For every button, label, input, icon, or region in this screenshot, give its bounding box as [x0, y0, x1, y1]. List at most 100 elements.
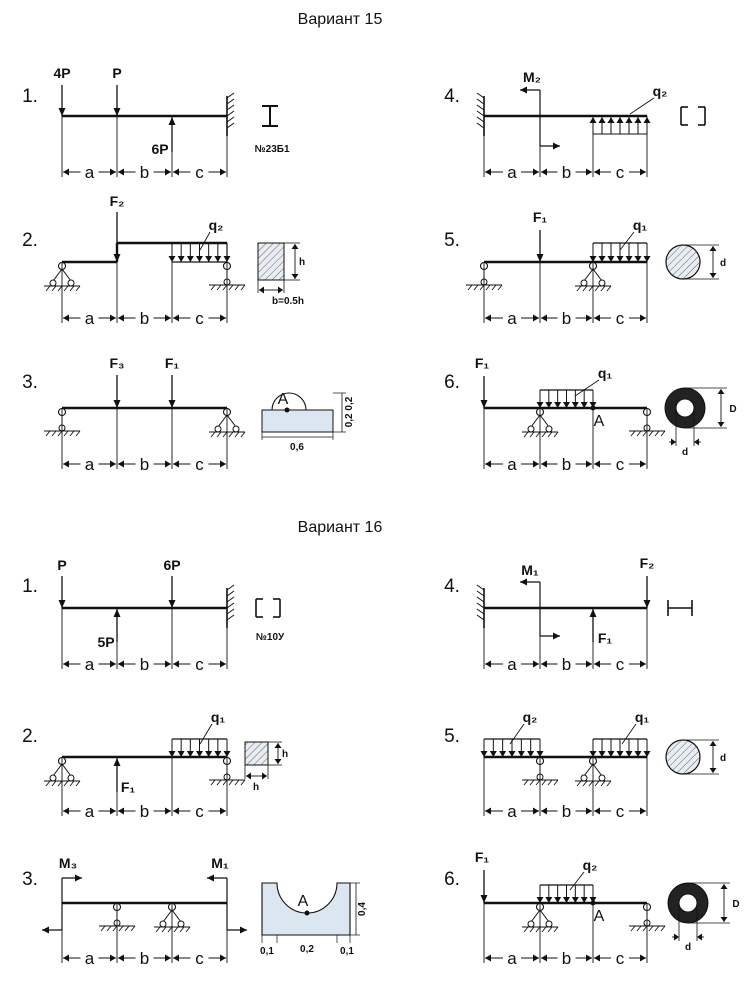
ground-hatch — [654, 430, 660, 437]
distributed-load-arrow-head — [214, 256, 222, 262]
force-arrow-head — [58, 108, 66, 116]
ground-hatch — [582, 780, 588, 787]
dimension-arrow-head — [173, 660, 179, 668]
support-hinge — [545, 920, 553, 928]
distributed-load-arrow-head — [607, 117, 615, 123]
dimension-arrow-head — [586, 314, 592, 322]
section-outer-diameter-label: D — [729, 404, 736, 415]
distributed-load-arrow-head — [589, 402, 597, 408]
wall-hatch — [226, 116, 235, 123]
point-a-label: A — [594, 413, 605, 430]
point-a-marker — [304, 910, 310, 916]
dimension-arrow-head — [594, 314, 600, 322]
section-height-label: 0,2 0,2 — [344, 396, 355, 427]
problem-number: 5. — [444, 230, 460, 251]
section-inner-diameter-label: d — [682, 447, 688, 458]
ground-hatch — [210, 779, 216, 786]
load-label-q1: q₁ — [211, 709, 226, 725]
ground-hatch — [491, 284, 497, 291]
force-label-p: P — [112, 65, 121, 81]
ground-hatch — [636, 925, 642, 932]
force-label-f1: F₁ — [533, 209, 548, 225]
ground-hatch — [75, 430, 81, 437]
distributed-load-arrow-head — [214, 751, 222, 757]
ground-hatch — [63, 430, 69, 437]
ground-hatch — [118, 925, 124, 932]
section-outer-diameter-label: D — [732, 899, 739, 910]
moment-arrow-head — [553, 632, 560, 640]
ground-hatch — [216, 284, 222, 291]
dimension-arrow-head — [220, 314, 226, 322]
dim-arrow-head — [720, 884, 728, 889]
dimension-arrow-head — [118, 460, 124, 468]
wall-hatch — [226, 608, 235, 615]
ground-hatch — [173, 926, 179, 933]
ground-hatch — [529, 779, 535, 786]
load-leader-line — [629, 97, 655, 115]
dimension-label-b: b — [140, 455, 149, 474]
dim-arrow-head — [274, 759, 282, 764]
dimension-label-c: c — [616, 949, 625, 968]
dimension-label-a: a — [85, 949, 95, 968]
variant-16-title: Вариант 16 — [298, 519, 383, 536]
dimension-arrow-head — [594, 807, 600, 815]
dimension-arrow-head — [63, 314, 69, 322]
dimension-arrow-head — [586, 807, 592, 815]
dimension-arrow-head — [165, 807, 171, 815]
moment-label-m2: M₂ — [523, 69, 541, 85]
support-hinge — [527, 920, 535, 928]
dimension-label-b: b — [562, 802, 571, 821]
dim-arrow-head — [262, 772, 267, 780]
dimension-label-b: b — [140, 949, 149, 968]
distributed-load-arrow-head — [616, 256, 624, 262]
section-width-label-left: 0,1 — [260, 946, 274, 957]
dimension-arrow-head — [640, 660, 646, 668]
distributed-load-arrow-head — [186, 256, 194, 262]
ground-hatch — [485, 284, 491, 291]
dim-arrow-head — [246, 772, 251, 780]
problem-number: 4. — [444, 576, 460, 597]
ground-hatch — [234, 284, 240, 291]
distributed-load-arrow-head — [177, 256, 185, 262]
ground-hatch — [45, 430, 51, 437]
dimension-arrow-head — [63, 168, 69, 176]
support-leg — [52, 763, 63, 777]
rectangular-section-icon — [257, 242, 285, 281]
dimension-arrow-head — [118, 660, 124, 668]
force-label-6p: 6P — [163, 557, 180, 573]
point-a-marker — [284, 407, 290, 413]
ground-hatch — [553, 779, 559, 786]
distributed-load-arrow-head — [186, 751, 194, 757]
ground-hatch — [45, 780, 51, 787]
ground-hatch — [179, 926, 185, 933]
support-hinge — [177, 920, 185, 928]
load-label-q1: q₁ — [633, 217, 648, 233]
distributed-load-arrow-head — [517, 751, 525, 757]
support-leg — [583, 268, 594, 282]
distributed-load-arrow-head — [589, 751, 597, 757]
round-section-icon — [665, 244, 701, 280]
dim-arrow-head — [278, 286, 283, 294]
problem-number: 4. — [444, 86, 460, 107]
dimension-label-c: c — [195, 802, 204, 821]
dimension-arrow-head — [165, 168, 171, 176]
distributed-load-arrow-head — [545, 897, 553, 903]
dimension-arrow-head — [541, 460, 547, 468]
force-label-f3: F₃ — [109, 355, 124, 371]
ground-hatch — [155, 926, 161, 933]
support-leg — [592, 763, 603, 777]
distributed-load-arrow-head — [598, 117, 606, 123]
load-label-q2: q₂ — [583, 857, 598, 873]
dim-arrow-head — [694, 438, 699, 446]
dimension-arrow-head — [173, 954, 179, 962]
distributed-load-arrow-head — [536, 897, 544, 903]
dimension-arrow-head — [165, 460, 171, 468]
support-hinge — [580, 774, 588, 782]
wall-hatch — [226, 92, 235, 99]
section-height-label: h — [282, 749, 288, 760]
section-diameter-label: d — [720, 753, 726, 764]
ground-hatch — [240, 284, 246, 291]
dimension-label-c: c — [616, 309, 625, 328]
dimension-label-b: b — [562, 655, 571, 674]
distributed-load-arrow-head — [168, 751, 176, 757]
